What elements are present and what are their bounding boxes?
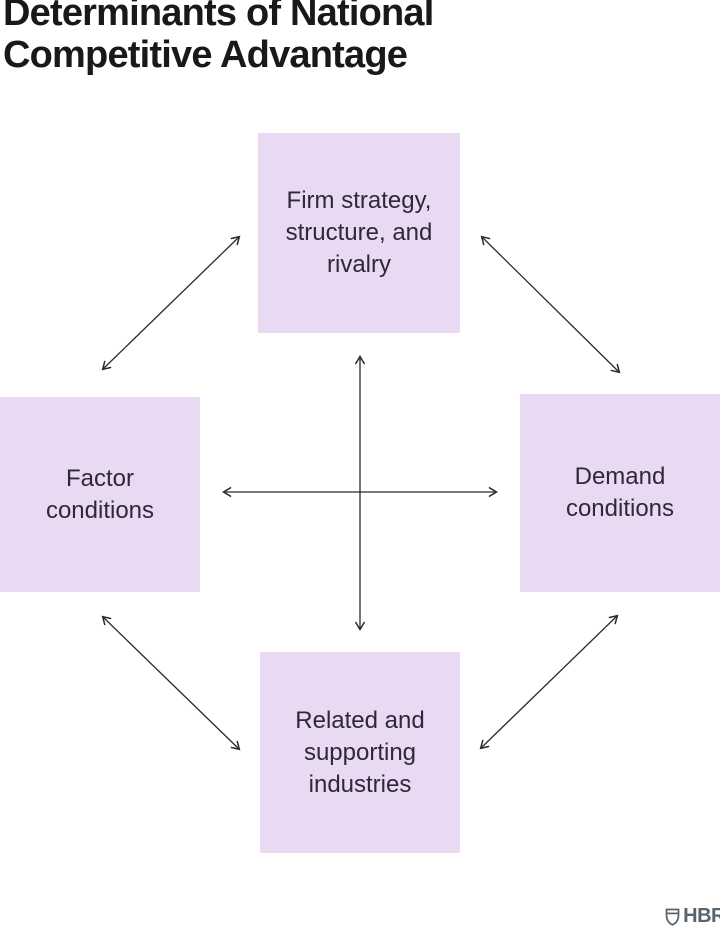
arrow-top-left — [101, 235, 241, 371]
hbr-logo-text: HBR — [683, 905, 720, 927]
hbr-shield-icon — [665, 908, 680, 926]
node-related-industries: Related and supporting industries — [260, 652, 460, 853]
node-label: Related and supporting industries — [295, 706, 425, 798]
node-label: Demand conditions — [565, 463, 675, 522]
page-title: Determinants of National Competitive Adv… — [3, 0, 434, 76]
hbr-logo: HBR — [665, 905, 720, 928]
node-firm-strategy: Firm strategy, structure, and rivalry — [258, 133, 460, 333]
node-factor-conditions: Factor conditions — [0, 397, 200, 592]
node-label: Firm strategy, structure, and rivalry — [285, 187, 433, 278]
arrow-top-right — [480, 235, 621, 374]
arrow-bottom-left — [101, 615, 241, 751]
node-demand-conditions: Demand conditions — [520, 394, 720, 592]
node-label: Factor conditions — [45, 464, 155, 524]
arrow-bottom-right — [479, 614, 619, 750]
